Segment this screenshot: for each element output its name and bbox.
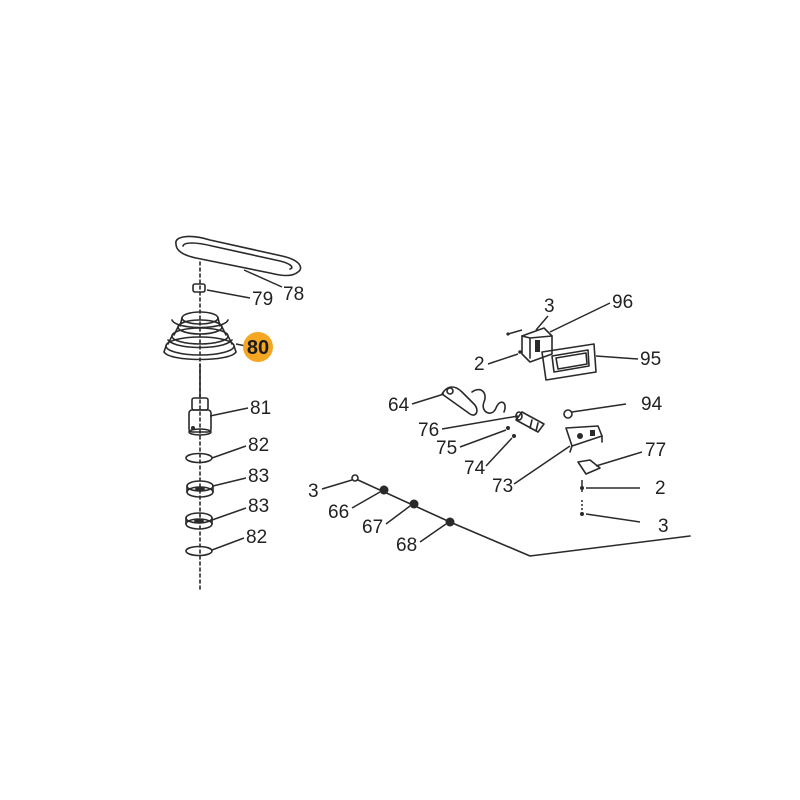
callout-96: 96 [612,292,633,313]
callout-68: 68 [396,535,417,556]
callout-81: 81 [250,398,271,419]
left-callouts: 78 79 80 81 82 83 83 82 [206,269,304,551]
callout-73: 73 [492,476,513,497]
callout-64: 64 [388,395,410,416]
part-76-rod [515,411,545,433]
callout-66: 66 [328,502,349,523]
part-82-snap-ring-upper [185,452,213,464]
callout-77: 77 [645,440,666,461]
part-75-pin [506,426,510,430]
callout-83-lower: 83 [248,496,269,517]
part-64-lever [441,386,506,416]
callout-78: 78 [283,284,304,305]
part-79-nut [192,283,206,293]
part-73-bracket [565,425,603,453]
right-callouts: 3 96 2 95 64 94 76 75 74 73 77 2 3 3 66 … [308,292,669,556]
callout-76: 76 [418,420,439,441]
callout-80-highlight [243,332,273,362]
part-3-screw-top [506,329,523,336]
part-81-shaft [188,363,212,436]
callout-82-upper: 82 [248,435,269,456]
part-82-snap-ring-lower [185,545,213,557]
part-74-pin [512,434,516,438]
callout-82-lower: 82 [246,527,267,548]
callout-95: 95 [640,349,661,370]
callout-3-right: 3 [658,516,669,537]
callout-75: 75 [436,438,457,459]
part-96-switch-box [521,327,553,363]
part-95-faceplate [541,343,597,381]
callout-79: 79 [252,289,273,310]
switch-assembly [506,327,597,381]
hardware-row [351,474,691,557]
part-94-knob [563,403,627,419]
part-78-belt [175,235,302,277]
callout-3-left: 3 [308,481,319,502]
spindle-assembly [163,235,302,591]
callout-74: 74 [464,458,486,479]
part-83-bearing-lower [185,512,213,530]
part-80-pulley [163,311,237,361]
callout-80: 80 [247,337,269,359]
part-2-screw-top [518,350,522,354]
callout-83-upper: 83 [248,466,269,487]
callout-3-top: 3 [544,296,555,317]
callout-2-top: 2 [474,354,485,375]
part-2-screw-right [580,480,640,492]
callout-2-right: 2 [655,478,666,499]
part-77-latch [577,451,643,475]
part-3-screw-right [580,500,641,523]
callout-67: 67 [362,517,383,538]
callout-94: 94 [641,394,663,415]
